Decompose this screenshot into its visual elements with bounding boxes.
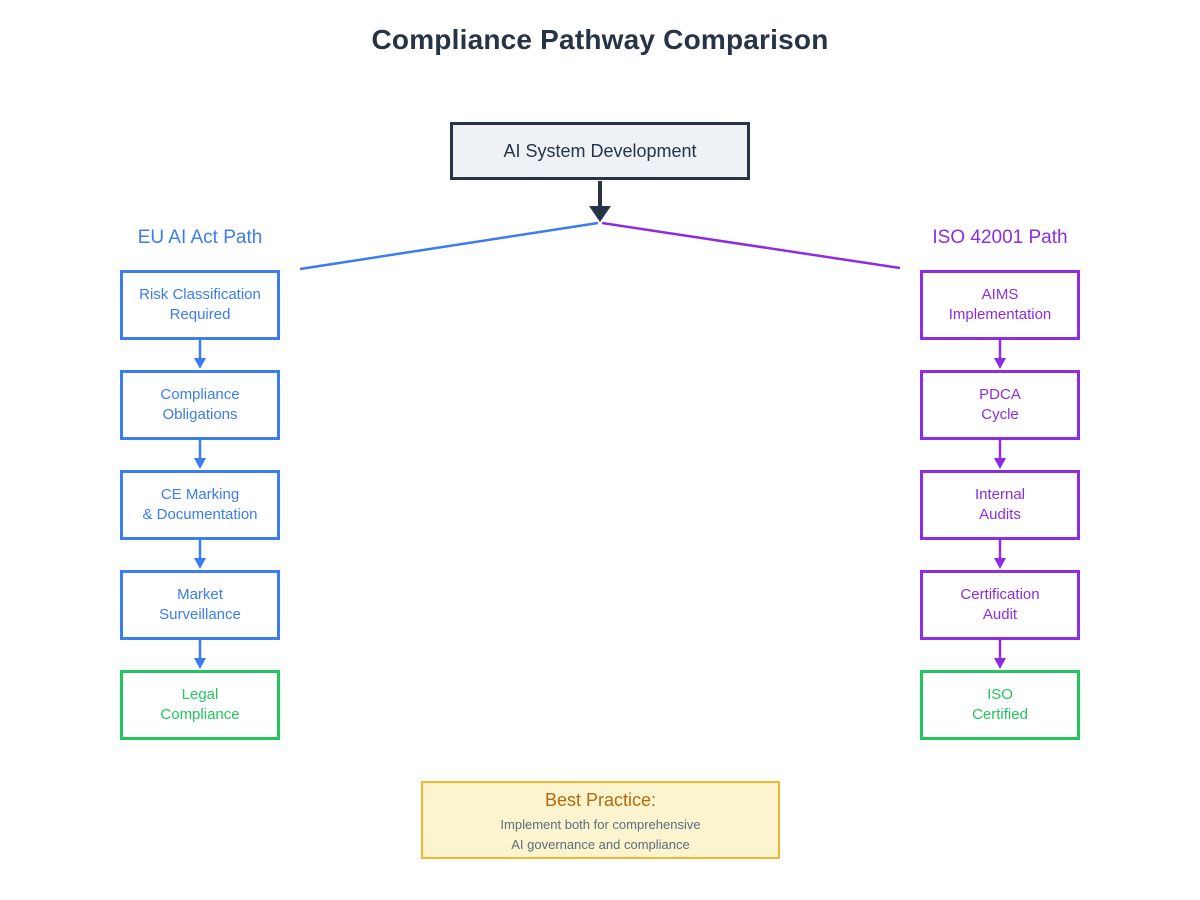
node-label-line: Audits	[979, 506, 1021, 523]
node-label-line: Audit	[982, 606, 1018, 623]
arrow-down-icon	[194, 458, 206, 469]
node-label-line: Certified	[972, 706, 1028, 723]
left-connector-2	[194, 440, 206, 469]
left-connector-3	[194, 540, 206, 569]
node-iso-certified: ISO Certified	[920, 670, 1080, 740]
node-label-line: Internal	[974, 486, 1026, 503]
branch-line-right	[601, 221, 901, 270]
right-connector-1	[994, 340, 1006, 369]
left-path-header: EU AI Act Path	[137, 227, 263, 248]
node-pdca-cycle: PDCA Cycle	[920, 370, 1080, 440]
arrow-down-icon	[994, 458, 1006, 469]
node-internal-audits: Internal Audits	[920, 470, 1080, 540]
node-label-line: Market	[177, 586, 223, 603]
node-label-line: Surveillance	[159, 606, 241, 623]
root-arrowhead-icon	[589, 206, 611, 222]
node-certification-audit: Certification Audit	[920, 570, 1080, 640]
note-title: Best Practice:	[544, 790, 657, 810]
node-label-line: Compliance	[160, 386, 240, 403]
node-label-line: Risk Classification	[139, 286, 261, 303]
node-label-line: AIMS	[981, 286, 1019, 303]
arrow-down-icon	[194, 358, 206, 369]
right-connector-4	[994, 640, 1006, 669]
arrow-down-icon	[994, 358, 1006, 369]
node-label-line: ISO	[987, 686, 1013, 703]
arrow-down-icon	[194, 658, 206, 669]
node-label-line: PDCA	[979, 386, 1021, 403]
node-label: AI System Development	[503, 140, 697, 161]
node-label-line: & Documentation	[142, 506, 258, 523]
arrow-down-icon	[194, 558, 206, 569]
node-label-line: Compliance	[160, 706, 240, 723]
right-connector-2	[994, 440, 1006, 469]
node-aims-implementation: AIMS Implementation	[920, 270, 1080, 340]
best-practice-note: Best Practice: Implement both for compre…	[421, 781, 780, 859]
note-text-line: Implement both for comprehensive	[500, 817, 701, 832]
node-label-line: Cycle	[981, 406, 1019, 423]
branch-line-left	[299, 221, 599, 271]
note-text-line: AI governance and compliance	[511, 837, 690, 852]
left-connector-1	[194, 340, 206, 369]
right-path-header: ISO 42001 Path	[932, 227, 1068, 248]
node-label-line: Legal	[181, 686, 219, 703]
node-ai-system-development: AI System Development	[450, 122, 750, 180]
node-label-line: Certification	[960, 586, 1040, 603]
node-label-line: Obligations	[162, 406, 238, 423]
node-market-surveillance: Market Surveillance	[120, 570, 280, 640]
note-text: Implement both for comprehensive AI gove…	[500, 815, 700, 855]
node-legal-compliance: Legal Compliance	[120, 670, 280, 740]
node-label-line: Required	[169, 306, 231, 323]
arrow-down-icon	[994, 558, 1006, 569]
node-label-line: CE Marking	[160, 486, 240, 503]
right-connector-3	[994, 540, 1006, 569]
node-label-line: Implementation	[948, 306, 1052, 323]
node-compliance-obligations: Compliance Obligations	[120, 370, 280, 440]
left-connector-4	[194, 640, 206, 669]
node-ce-marking-documentation: CE Marking & Documentation	[120, 470, 280, 540]
arrow-down-icon	[994, 658, 1006, 669]
diagram-title: Compliance Pathway Comparison	[371, 24, 829, 55]
node-risk-classification: Risk Classification Required	[120, 270, 280, 340]
